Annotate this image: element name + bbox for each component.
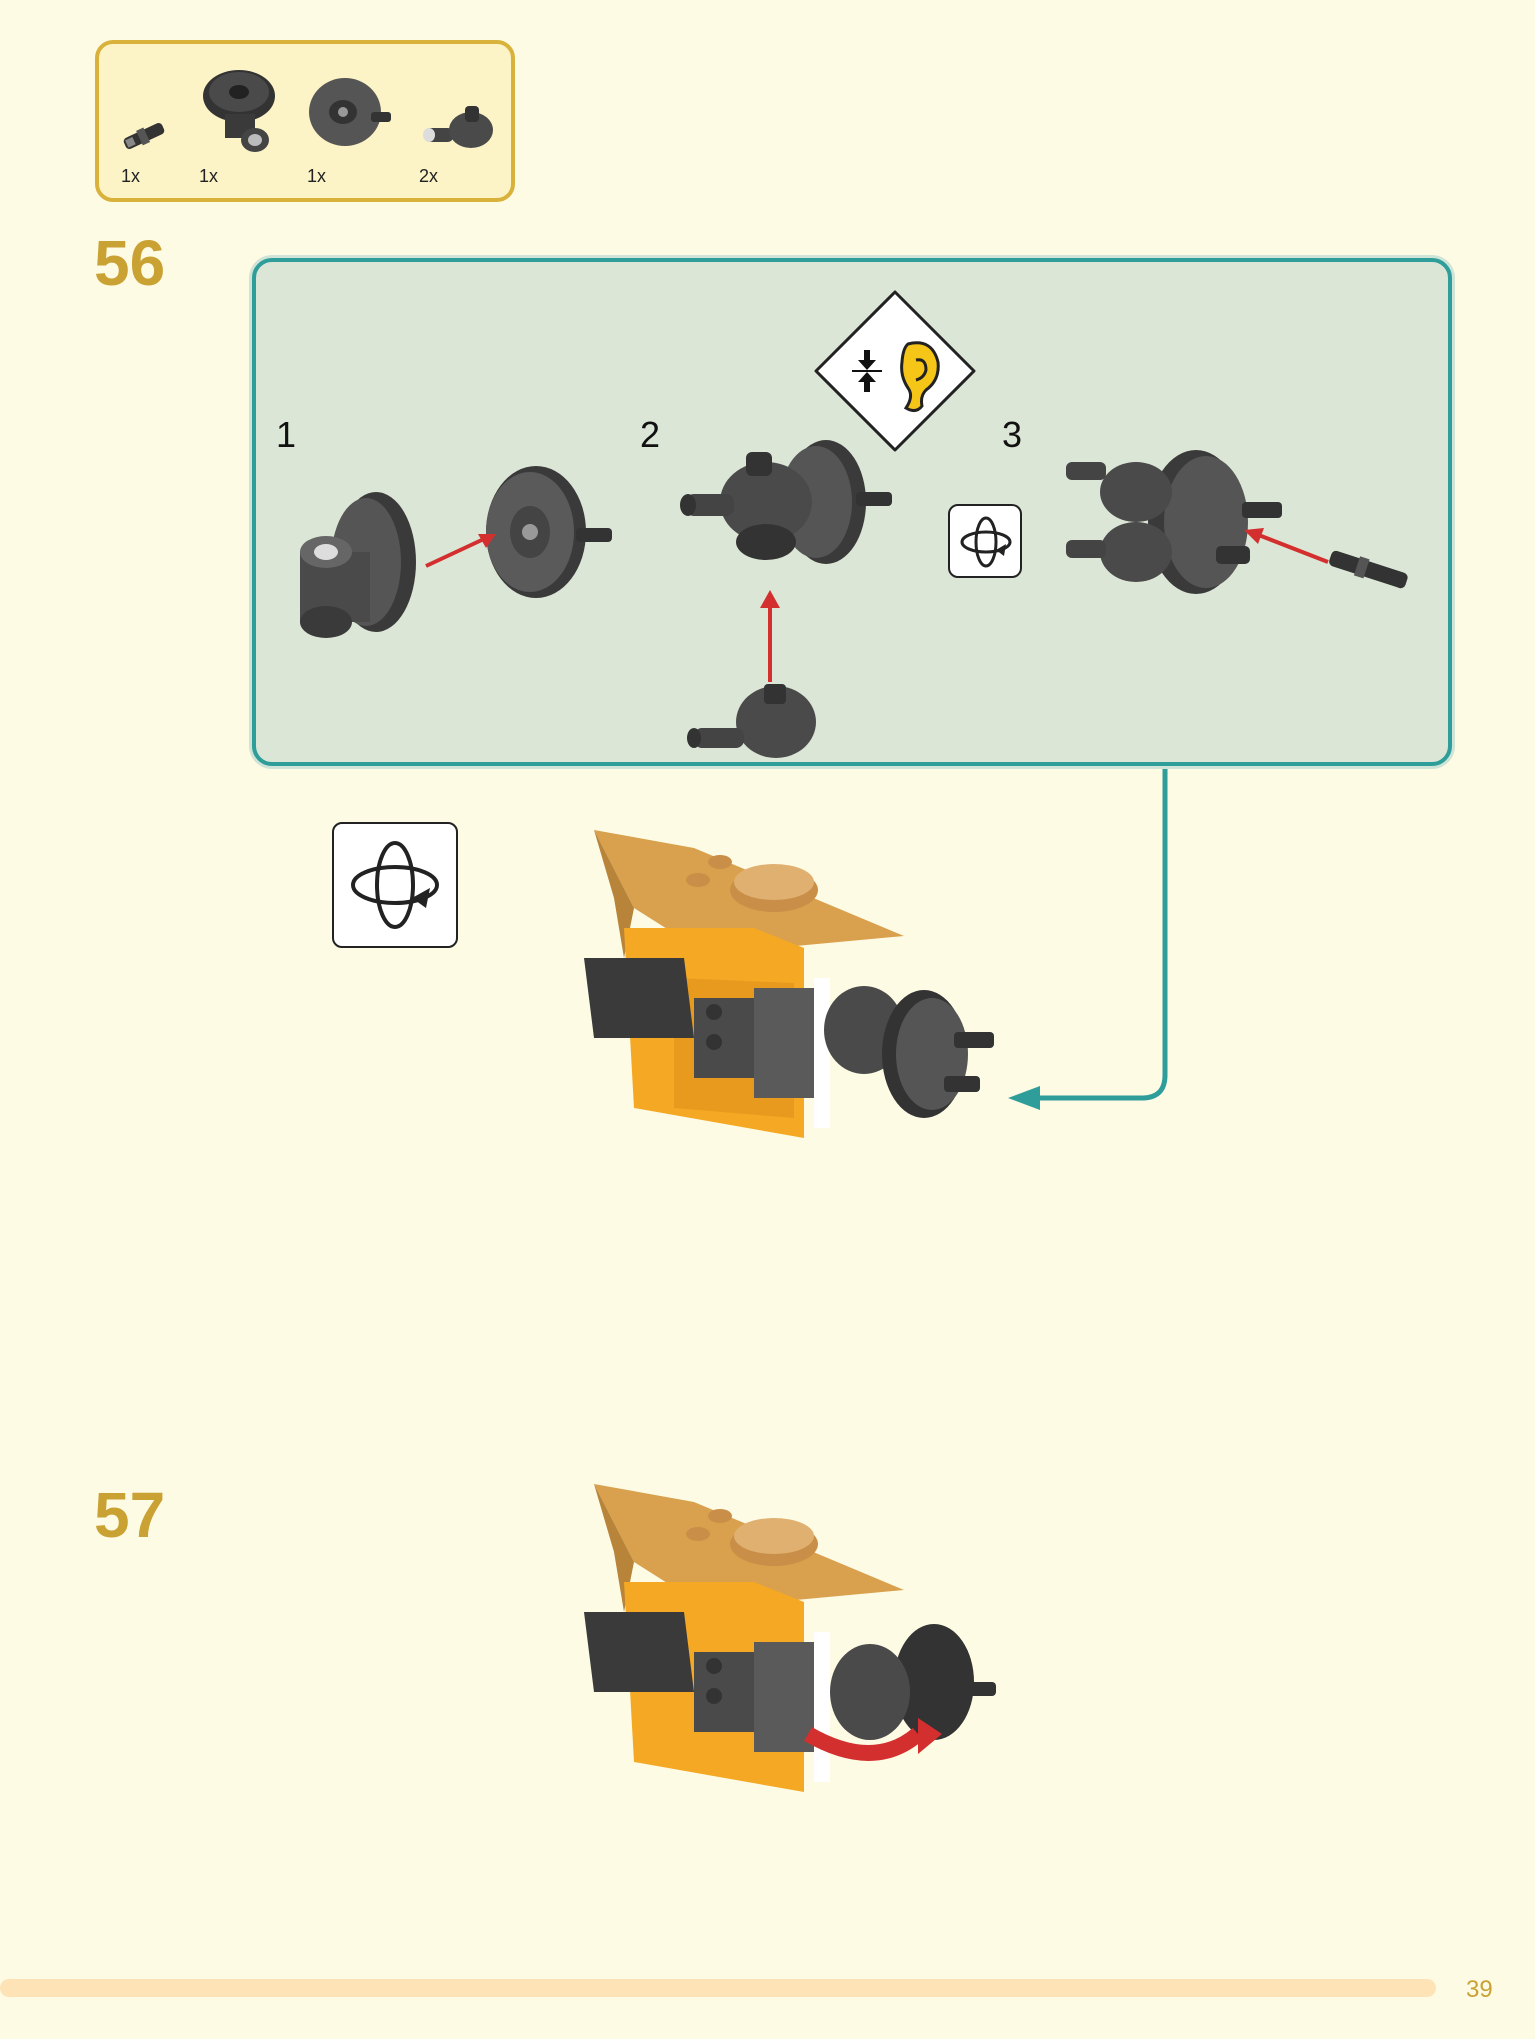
qty-turntable-gear: 1x xyxy=(199,166,219,186)
rotate-model-icon-small xyxy=(948,504,1022,578)
substep-1-illustration xyxy=(300,466,612,638)
substep-3-illustration xyxy=(1066,450,1408,594)
turntable-gear-part xyxy=(203,70,275,152)
substep-number-1: 1 xyxy=(276,414,297,455)
qty-axle-pin: 1x xyxy=(121,166,141,186)
substep-number-2: 2 xyxy=(640,414,661,455)
step-56-model-illustration xyxy=(584,830,994,1138)
qty-round-plate: 1x xyxy=(307,166,327,186)
page-number: 39 xyxy=(1466,1976,1493,2003)
rotate-model-icon xyxy=(332,822,458,948)
qty-ball-joint: 2x xyxy=(419,166,439,186)
substep-number-3: 3 xyxy=(1002,414,1023,455)
step-number-57: 57 xyxy=(94,1479,166,1551)
axle-pin-part xyxy=(123,123,165,149)
parts-list-box: 1x 1x 1x 2x xyxy=(95,40,515,202)
step-57-model-illustration xyxy=(584,1484,996,1792)
footer-progress-bar xyxy=(0,1979,1436,1997)
click-sound-icon xyxy=(814,290,976,452)
substep-panel: 1 2 3 xyxy=(252,258,1452,766)
ball-joint-part xyxy=(423,106,493,148)
step-number-56: 56 xyxy=(94,227,166,299)
round-plate-part xyxy=(309,78,391,146)
substep-2-illustration xyxy=(680,440,892,758)
